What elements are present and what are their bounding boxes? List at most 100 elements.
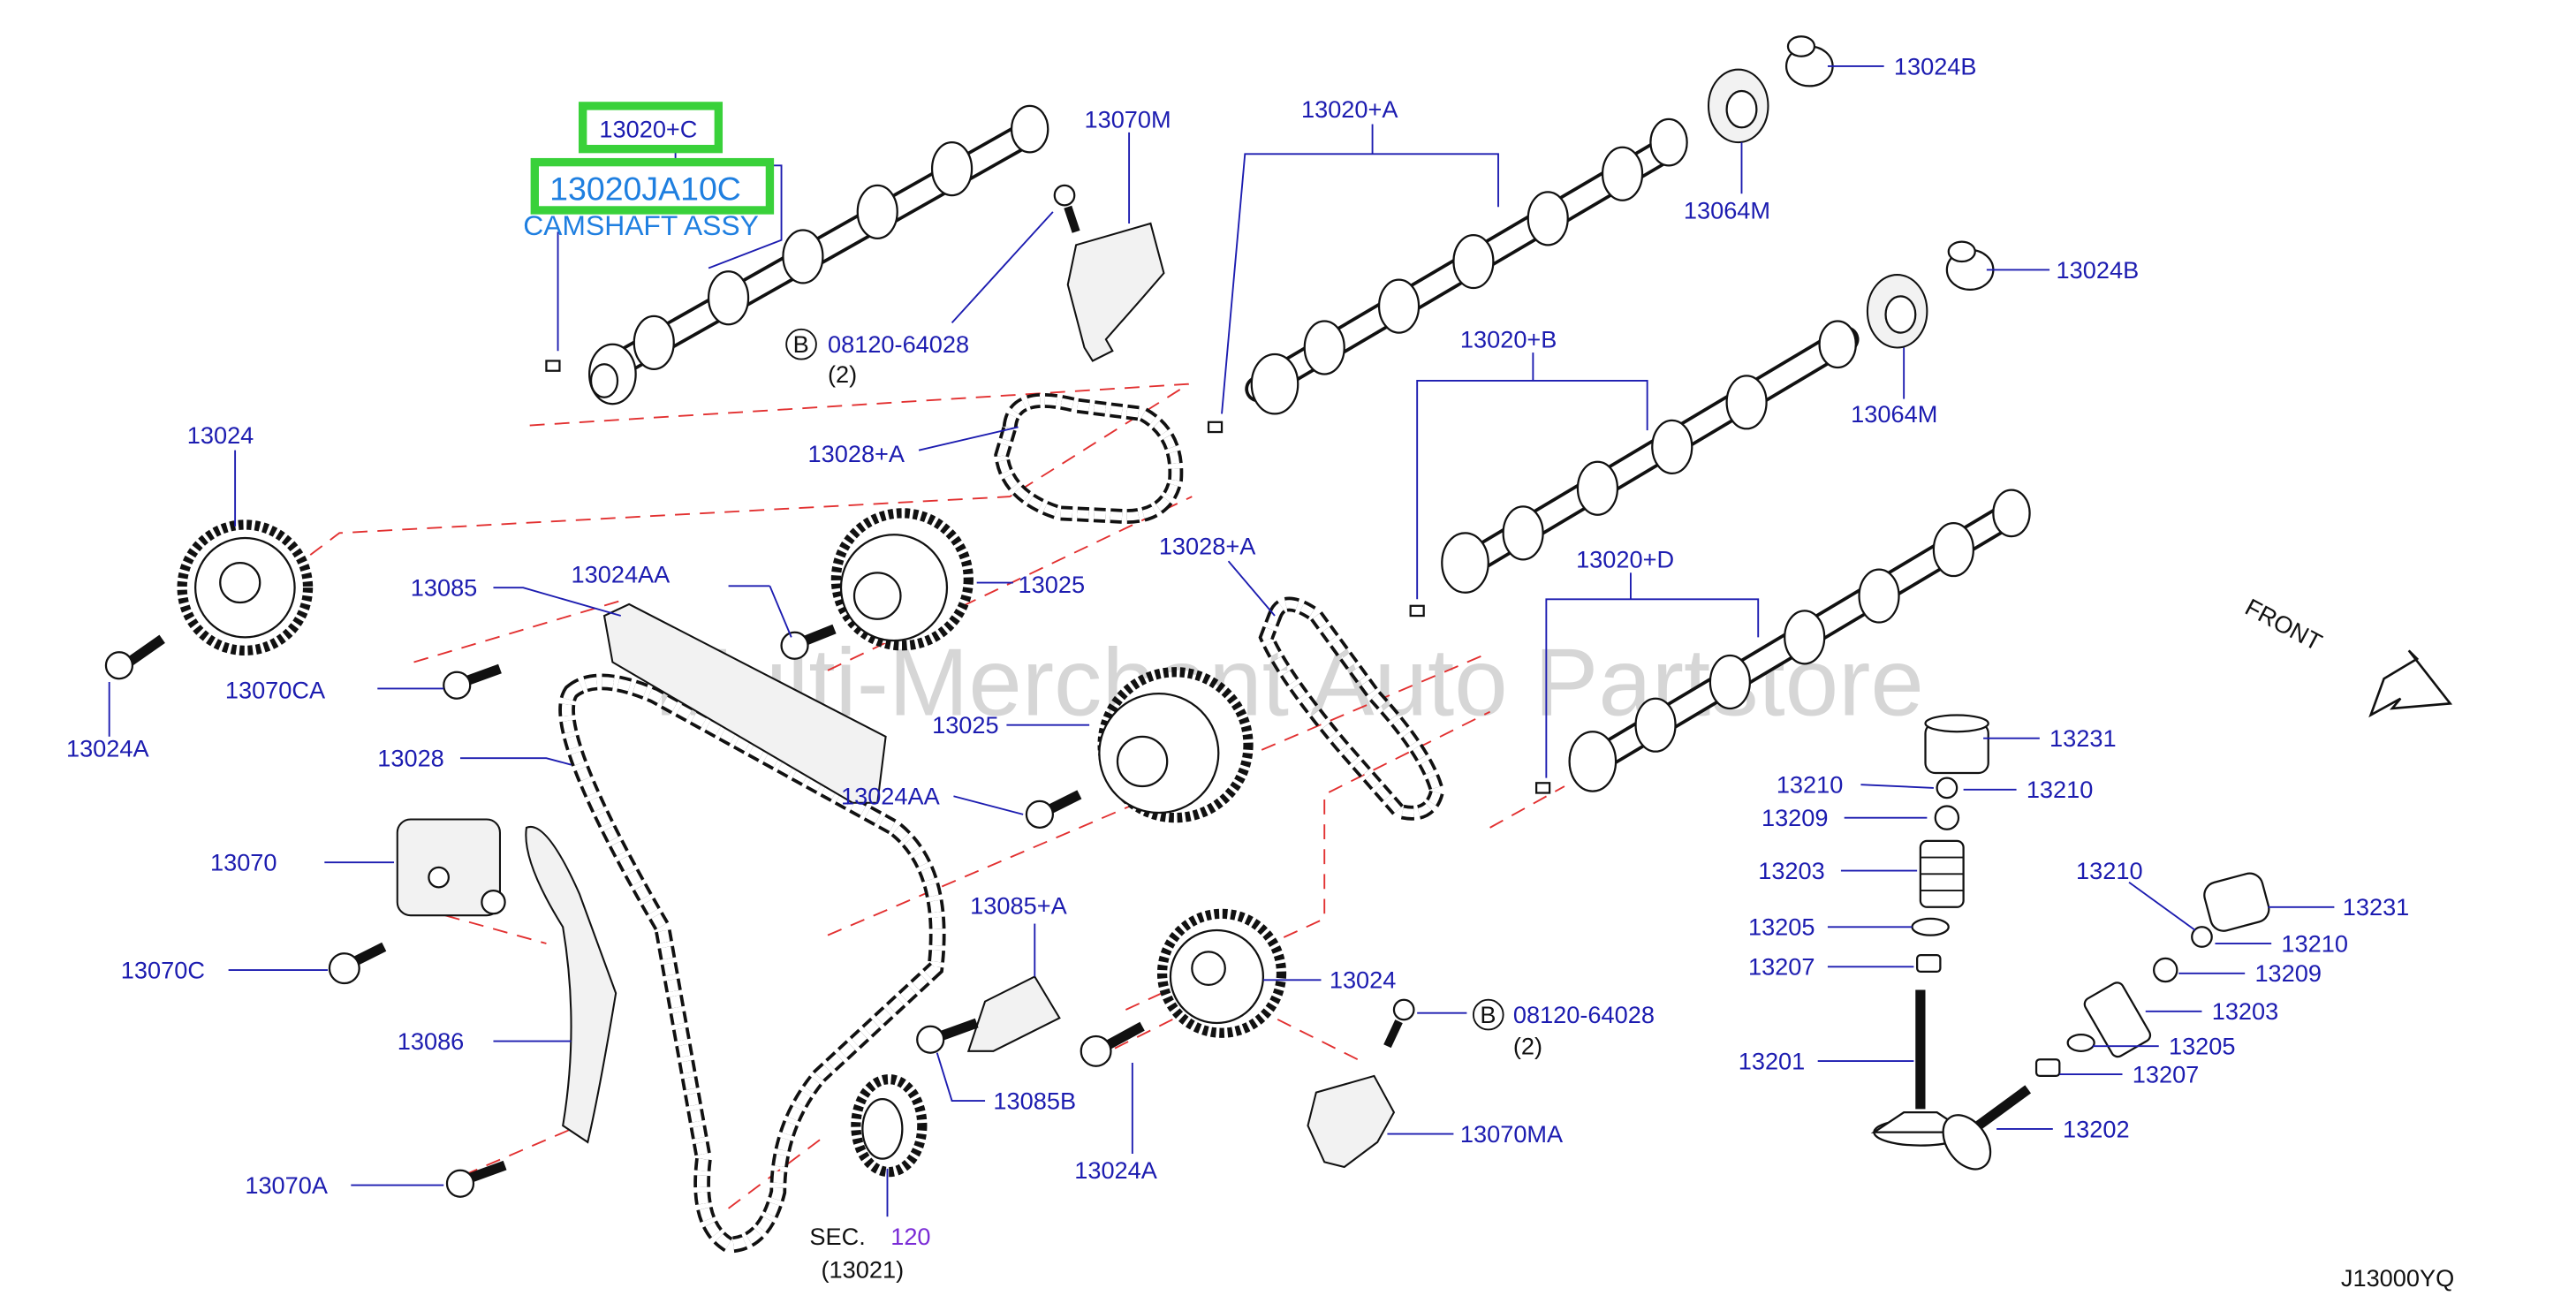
section-number-link[interactable]: 120 (890, 1223, 930, 1250)
label-13024a-lower[interactable]: 13024A (1074, 1156, 1158, 1184)
tensioner-arm-13086[interactable] (525, 825, 617, 1144)
label-13085b[interactable]: 13085B (993, 1087, 1076, 1114)
front-arrow-icon (2368, 649, 2453, 718)
label-13207-upper[interactable]: 13207 (1748, 953, 1815, 981)
label-13024-upper[interactable]: 13024 (187, 421, 254, 449)
part-labels: 13070M 13020+A 13024B 13064M 13024B 1306… (66, 52, 2454, 1292)
tensioner-13070[interactable] (396, 818, 506, 917)
valve-spring-13203-upper[interactable] (1919, 839, 1965, 908)
label-13070ca[interactable]: 13070CA (225, 677, 326, 704)
valve-lifter-13231-lower[interactable] (2201, 870, 2272, 934)
chain-guide-13085[interactable] (602, 602, 887, 804)
highlight-part-no[interactable]: 13020+C (599, 116, 697, 143)
camshaft-13020-b[interactable] (1409, 320, 1860, 618)
front-label: FRONT (2241, 593, 2327, 656)
label-13202[interactable]: 13202 (2063, 1115, 2130, 1142)
label-13085[interactable]: 13085 (411, 574, 478, 602)
bolt-13085b[interactable] (916, 1018, 979, 1054)
primary-chain-13028[interactable] (558, 673, 946, 1254)
highlighted-part-callout[interactable]: 13020+C 13020JA10C CAMSHAFT ASSY (523, 102, 775, 241)
highlight-box-part-code (530, 157, 775, 215)
label-08120-64028-upper[interactable]: 08120-64028 (828, 330, 969, 358)
tensioner-13070ma[interactable] (1307, 1074, 1396, 1169)
label-qty-lower: (2) (1513, 1033, 1542, 1060)
bolt-13070a[interactable] (445, 1160, 507, 1198)
section-label: SEC. (809, 1223, 865, 1250)
label-13025-lower[interactable]: 13025 (932, 711, 999, 739)
valve-spring-13203-lower[interactable] (2082, 981, 2153, 1059)
secondary-chain-13028a-lower[interactable] (1258, 596, 1445, 821)
label-13231-lower[interactable]: 13231 (2343, 893, 2410, 921)
label-13064m-lower[interactable]: 13064M (1851, 400, 1937, 428)
bolt-circle-icon-2 (1472, 998, 1504, 1031)
bolt-13024aa-lower[interactable] (1025, 790, 1082, 829)
crank-sprocket-13021[interactable] (851, 1074, 928, 1178)
label-13210-c[interactable]: 13210 (2076, 857, 2143, 884)
small-parts-valve[interactable] (1911, 777, 2213, 1078)
label-13085-a[interactable]: 13085+A (970, 891, 1067, 919)
label-13024b-upper[interactable]: 13024B (1894, 52, 1977, 80)
sprocket-13024-upper[interactable] (177, 519, 314, 656)
label-13020-a[interactable]: 13020+A (1301, 95, 1398, 123)
valve-13202[interactable] (1934, 1085, 2032, 1178)
bolt-08120-64028-lower[interactable] (1383, 998, 1415, 1049)
label-13201[interactable]: 13201 (1739, 1047, 1806, 1074)
label-13205-upper[interactable]: 13205 (1748, 913, 1815, 941)
camshaft-13020-a[interactable] (1207, 117, 1688, 434)
label-13020-d[interactable]: 13020+D (1576, 546, 1674, 573)
label-13070[interactable]: 13070 (210, 849, 277, 876)
label-08120-64028-lower[interactable]: 08120-64028 (1513, 1001, 1655, 1028)
secondary-chain-13028a-upper[interactable] (994, 393, 1184, 525)
bolt-08120-64028-upper[interactable] (1053, 184, 1080, 233)
bolt-13024a-lower[interactable] (1080, 1021, 1145, 1067)
section-sub-label: (13021) (822, 1256, 905, 1284)
highlight-part-name[interactable]: CAMSHAFT ASSY (523, 209, 759, 241)
bolt-13024a-left[interactable] (104, 634, 165, 680)
bracket-13085a[interactable] (966, 975, 1061, 1052)
sprocket-13025-upper[interactable] (830, 508, 974, 651)
camshaft-13020-c[interactable] (545, 104, 1049, 405)
bolt-13070ca[interactable] (443, 663, 502, 700)
label-13020-b[interactable]: 13020+B (1460, 325, 1557, 352)
leader-lines (108, 65, 2335, 1217)
label-13210-d[interactable]: 13210 (2281, 929, 2348, 957)
label-13025-upper[interactable]: 13025 (1019, 571, 1086, 598)
tensioner-13070m[interactable] (1066, 222, 1165, 362)
seal-13064m-upper[interactable] (1707, 68, 1769, 144)
sprocket-13024-lower[interactable] (1156, 908, 1287, 1038)
label-13028-a-lower[interactable]: 13028+A (1159, 533, 1256, 560)
valve-lifter-13231-upper[interactable] (1924, 714, 1989, 775)
bolt-13070c[interactable] (328, 942, 387, 985)
camshaft-13020-d[interactable] (1534, 489, 2031, 794)
label-13028[interactable]: 13028 (377, 745, 444, 772)
label-13070ma[interactable]: 13070MA (1460, 1120, 1564, 1148)
label-13207-lower[interactable]: 13207 (2133, 1060, 2200, 1087)
label-13205-lower[interactable]: 13205 (2169, 1033, 2236, 1060)
label-13070m[interactable]: 13070M (1084, 105, 1171, 133)
label-13024aa-upper[interactable]: 13024AA (572, 561, 671, 588)
label-13203-upper[interactable]: 13203 (1758, 857, 1825, 884)
label-13064m-upper[interactable]: 13064M (1684, 196, 1770, 224)
label-13070a[interactable]: 13070A (245, 1171, 329, 1199)
label-13024aa-lower[interactable]: 13024AA (841, 783, 941, 810)
label-13028-a-upper[interactable]: 13028+A (808, 440, 905, 467)
plug-13024b-lower[interactable] (1945, 240, 1995, 292)
highlight-box-part-no (578, 102, 724, 154)
label-13231-upper[interactable]: 13231 (2049, 724, 2117, 752)
label-13203-lower[interactable]: 13203 (2212, 997, 2279, 1025)
label-13024b-lower[interactable]: 13024B (2057, 256, 2140, 284)
sprocket-13025-lower[interactable] (1097, 667, 1254, 823)
label-13024-lower[interactable]: 13024 (1330, 966, 1397, 994)
highlight-part-code[interactable]: 13020JA10C (549, 171, 741, 208)
label-13070c[interactable]: 13070C (121, 956, 205, 983)
label-13209-upper[interactable]: 13209 (1762, 804, 1829, 831)
label-13210-a[interactable]: 13210 (1777, 771, 1844, 799)
seal-13064m-lower[interactable] (1866, 274, 1928, 349)
label-13024a-left[interactable]: 13024A (66, 734, 150, 762)
label-13086[interactable]: 13086 (398, 1027, 465, 1055)
bolt-13024aa-upper[interactable] (780, 624, 837, 660)
label-13210-b[interactable]: 13210 (2027, 776, 2094, 803)
label-13209-lower[interactable]: 13209 (2254, 959, 2322, 987)
plug-13024b-upper[interactable] (1784, 35, 1834, 87)
